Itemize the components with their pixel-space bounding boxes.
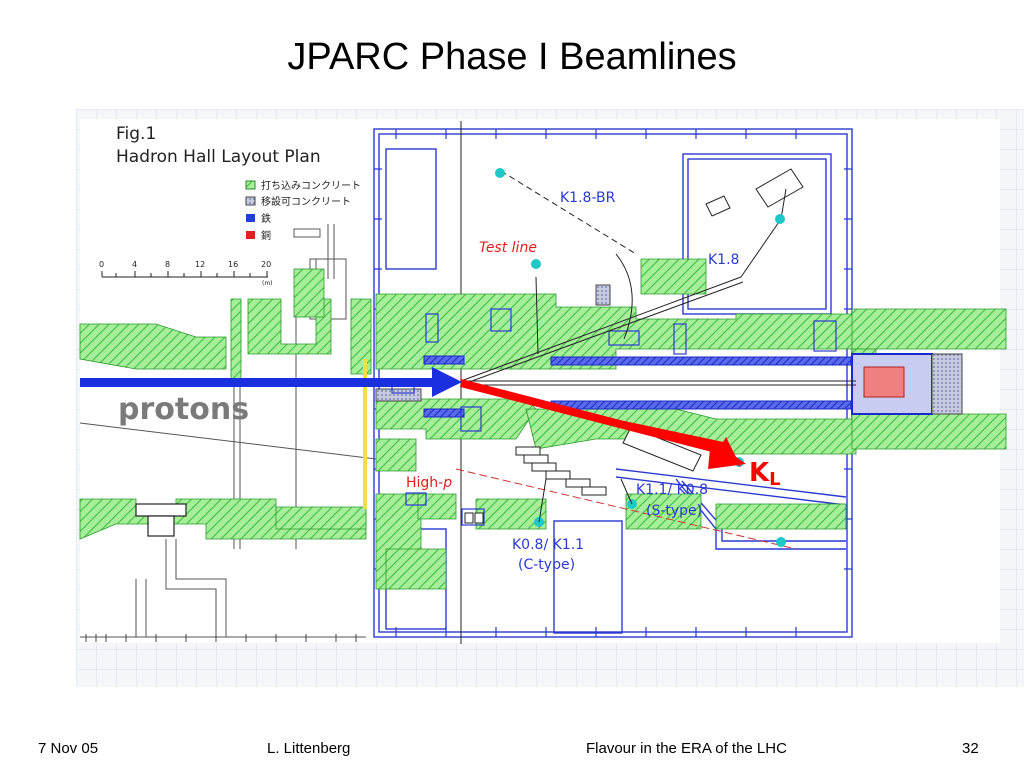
- scale-tick-12: 12: [195, 260, 205, 269]
- legend-label-concrete: 打ち込みコンクリート: [261, 179, 361, 192]
- scale-tick-20: 20: [261, 260, 271, 269]
- scale-tick-8: 8: [165, 260, 170, 269]
- markers: [495, 168, 786, 547]
- legend-label-iron: 鉄: [261, 212, 271, 225]
- yellow-line: [363, 359, 367, 509]
- legend-swatch-movable: [245, 196, 256, 206]
- scale-tick-4: 4: [132, 260, 137, 269]
- legend-swatch-copper: [246, 231, 255, 239]
- iron-components: [375, 284, 963, 418]
- hadron-hall-layout-figure: Fig.1 Hadron Hall Layout Plan 打ち込みコンクリート…: [76, 109, 1024, 687]
- beamline-magnets: [460, 168, 856, 472]
- k08-k11-label: K0.8/ K1.1: [512, 537, 584, 553]
- test-line-label: Test line: [479, 240, 537, 256]
- bottom-ticks: [85, 634, 357, 642]
- legend-swatch-iron: [246, 214, 255, 222]
- slide-title: JPARC Phase I Beamlines: [287, 36, 737, 78]
- scale-unit: (m): [262, 280, 273, 287]
- protons-label: protons: [118, 392, 249, 427]
- scale-tick-16: 16: [228, 260, 238, 269]
- kl-label: KL: [749, 458, 781, 490]
- footer-event: Flavour in the ERA of the LHC: [586, 740, 787, 757]
- dashed-lines: [455, 170, 797, 550]
- k18br-label: K1.8-BR: [560, 190, 616, 206]
- c-type-label: (C-type): [518, 557, 575, 573]
- k11-k08-label: K1.1/ K0.8: [636, 482, 708, 498]
- footer-page-number: 32: [962, 740, 979, 757]
- proton-beam-arrow: [80, 367, 462, 397]
- support-blocks: [135, 503, 187, 537]
- footer-date: 7 Nov 05: [38, 740, 99, 757]
- scale-bar: 0 4 8 12 16 20 (m): [99, 260, 273, 287]
- kl-beam-arrow: [459, 379, 746, 469]
- footer-author: L. Littenberg: [267, 740, 351, 757]
- s-type-label: (S-type): [646, 503, 702, 519]
- left-concrete: [79, 228, 372, 540]
- fig-label: Fig.1: [116, 124, 156, 144]
- k18-label: K1.8: [708, 252, 739, 268]
- legend: 打ち込みコンクリート 移設可コンクリート 鉄 銅: [245, 179, 361, 242]
- legend-swatch-concrete: [245, 180, 256, 190]
- legend-label-movable: 移設可コンクリート: [261, 195, 351, 208]
- fig-caption: Hadron Hall Layout Plan: [116, 147, 321, 167]
- beamline-steps: [464, 446, 607, 524]
- high-p-label: High-p: [406, 475, 452, 491]
- scale-tick-0: 0: [99, 260, 104, 269]
- legend-label-copper: 銅: [261, 229, 271, 242]
